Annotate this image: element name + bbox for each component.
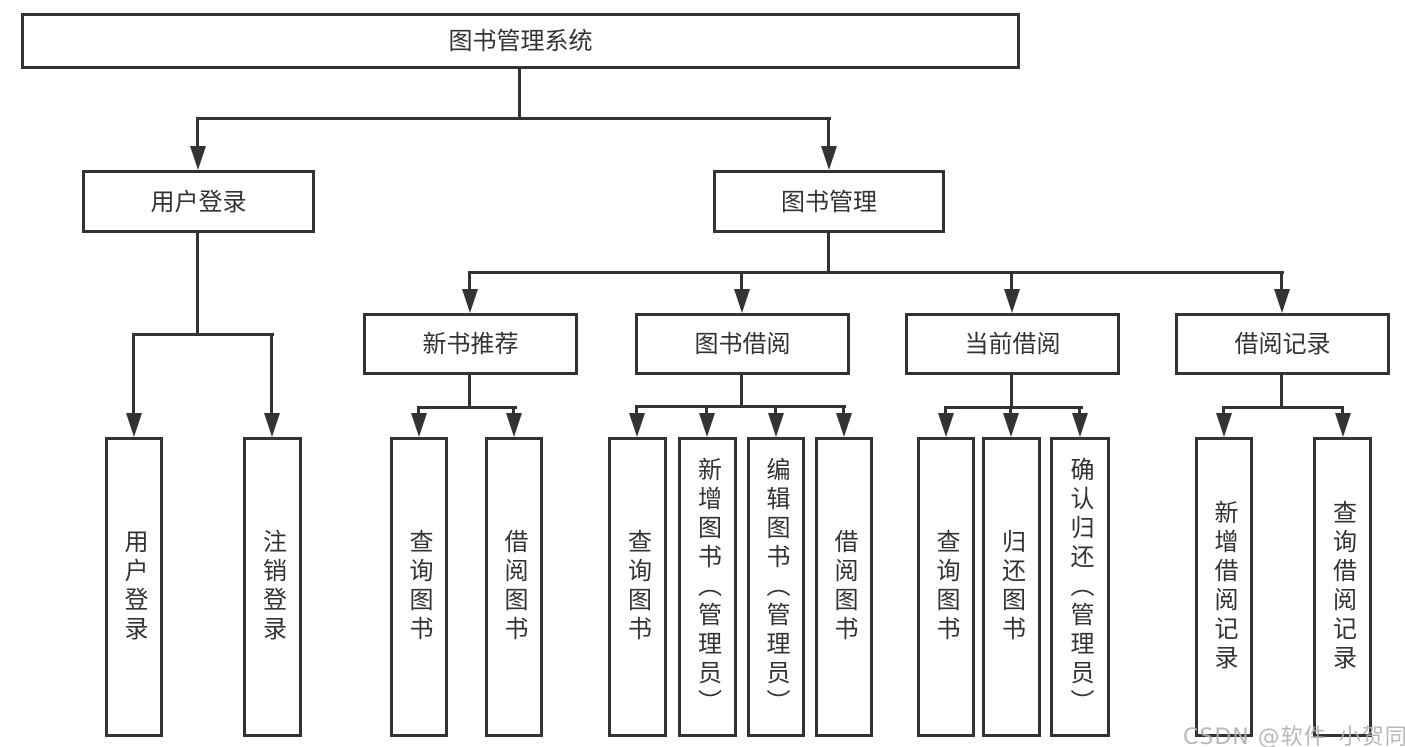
- connector-user-drop-2: [270, 333, 273, 414]
- connector-borrowing-drop-3: [774, 405, 777, 414]
- arrow-down-icon: [1274, 289, 1290, 313]
- leaf-borrowing-borrow-books: 借阅图书: [815, 437, 873, 737]
- arrow-down-icon: [264, 413, 280, 437]
- arrow-down-icon: [734, 289, 750, 313]
- connector-records-bar: [1222, 406, 1344, 409]
- arrow-down-icon: [699, 413, 715, 437]
- connector-root-drop-right: [827, 117, 830, 147]
- connector-records-drop-2: [1341, 406, 1344, 414]
- connector-records-drop-1: [1222, 406, 1225, 414]
- arrow-down-icon: [1072, 413, 1088, 437]
- watermark: CSDN @软件_小贺同学: [1183, 725, 1405, 747]
- arrow-down-icon: [411, 413, 427, 437]
- node-current-borrowing: 当前借阅: [905, 313, 1120, 375]
- arrow-down-icon: [506, 413, 522, 437]
- connector-root-bar: [197, 117, 831, 120]
- leaf-borrowing-edit-books-admin: 编辑图书（管理员）: [747, 437, 805, 737]
- leaf-user-login: 用户登录: [105, 437, 163, 737]
- leaf-borrowing-add-books-admin: 新增图书（管理员）: [678, 437, 737, 737]
- connector-mgmt-drop-4: [1280, 271, 1283, 290]
- connector-mgmt-drop-1: [468, 271, 471, 290]
- connector-records-stem: [1280, 375, 1283, 409]
- connector-mgmt-stem: [827, 232, 830, 274]
- connector-user-bar: [132, 333, 274, 336]
- connector-borrowing-drop-2: [705, 405, 708, 414]
- arrow-down-icon: [1335, 413, 1351, 437]
- node-library-system: 图书管理系统: [21, 13, 1020, 69]
- leaf-records-query-record: 查询借阅记录: [1313, 437, 1372, 737]
- connector-newbook-drop-1: [417, 406, 420, 414]
- arrow-down-icon: [126, 413, 142, 437]
- arrow-down-icon: [821, 146, 837, 170]
- arrow-down-icon: [938, 413, 954, 437]
- arrow-down-icon: [1003, 413, 1019, 437]
- connector-borrowing-stem: [740, 375, 743, 408]
- connector-user-stem: [196, 232, 199, 336]
- connector-current-drop-3: [1078, 406, 1081, 414]
- connector-root-drop-left: [196, 117, 199, 147]
- leaf-newbook-query-books: 查询图书: [390, 437, 448, 737]
- node-borrow-records: 借阅记录: [1175, 313, 1390, 375]
- leaf-borrowing-query-books: 查询图书: [608, 437, 667, 737]
- connector-mgmt-drop-2: [740, 271, 743, 290]
- arrow-down-icon: [629, 413, 645, 437]
- leaf-current-return-books: 归还图书: [982, 437, 1041, 737]
- leaf-current-query-books: 查询图书: [917, 437, 975, 737]
- connector-newbook-bar: [417, 406, 517, 409]
- arrow-down-icon: [836, 413, 852, 437]
- connector-mgmt-drop-3: [1010, 271, 1013, 290]
- arrow-down-icon: [190, 146, 206, 170]
- connector-newbook-drop-2: [512, 406, 515, 414]
- connector-borrowing-bar: [635, 405, 846, 408]
- connector-borrowing-drop-4: [842, 405, 845, 414]
- node-new-book-recommendation: 新书推荐: [363, 313, 578, 375]
- connector-current-drop-1: [944, 406, 947, 414]
- leaf-records-add-record: 新增借阅记录: [1195, 437, 1253, 737]
- connector-root-stem: [518, 69, 521, 119]
- leaf-newbook-borrow-books: 借阅图书: [485, 437, 543, 737]
- arrow-down-icon: [768, 413, 784, 437]
- connector-current-stem: [1010, 375, 1013, 409]
- connector-borrowing-drop-1: [635, 405, 638, 414]
- arrow-down-icon: [1216, 413, 1232, 437]
- node-book-borrowing: 图书借阅: [635, 313, 850, 375]
- connector-user-drop-1: [132, 333, 135, 414]
- connector-newbook-stem: [468, 375, 471, 409]
- connector-current-drop-2: [1009, 406, 1012, 414]
- leaf-current-confirm-return-admin: 确认归还（管理员）: [1050, 437, 1110, 737]
- arrow-down-icon: [462, 289, 478, 313]
- node-user-login: 用户登录: [82, 170, 315, 233]
- leaf-logout: 注销登录: [243, 437, 302, 737]
- connector-mgmt-bar: [468, 271, 1284, 274]
- node-book-management: 图书管理: [713, 170, 945, 233]
- arrow-down-icon: [1004, 289, 1020, 313]
- connector-current-bar: [944, 406, 1083, 409]
